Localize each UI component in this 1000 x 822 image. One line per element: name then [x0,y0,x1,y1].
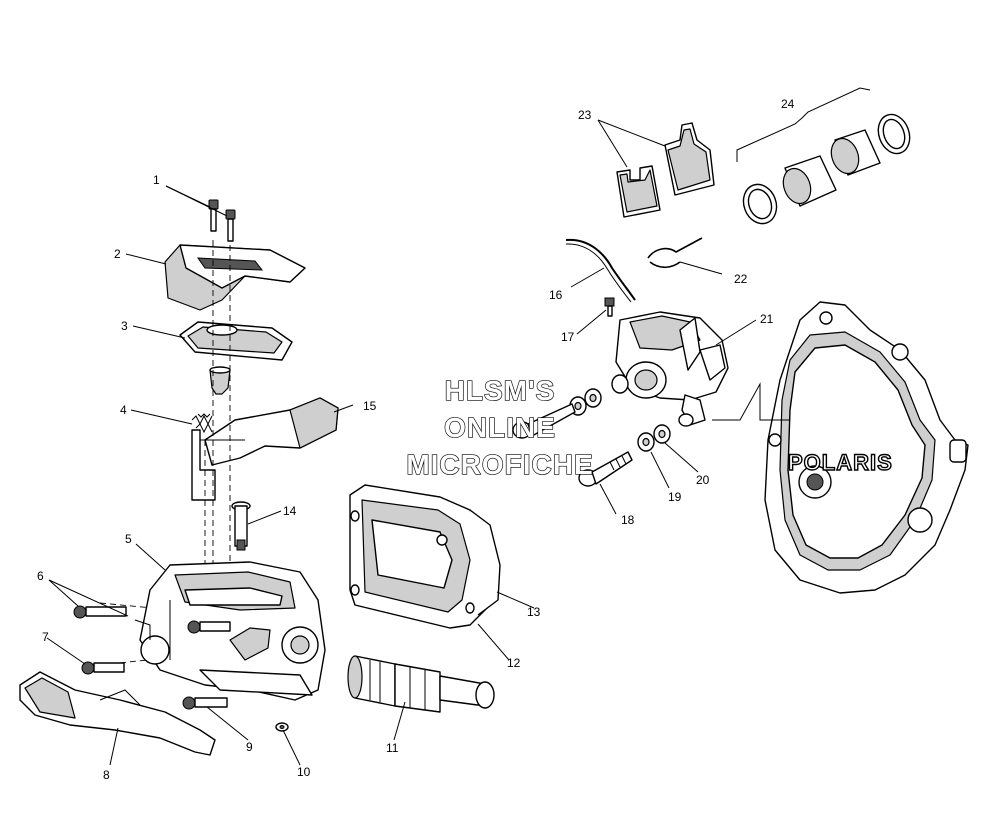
callout-18: 18 [621,513,635,527]
washer-part-10[interactable] [275,722,289,732]
bolt-part-18[interactable] [512,403,633,487]
callout-10: 10 [297,765,311,779]
callout-14: 14 [283,504,297,518]
callout-17: 17 [561,330,575,344]
caliper-cover-part-12[interactable] [349,484,501,629]
callout-3: 3 [121,319,128,333]
callout-8: 8 [103,768,110,782]
callout-23: 23 [578,108,592,122]
caliper-part-21[interactable] [615,311,729,427]
callout-19: 19 [668,490,682,504]
callout-7: 7 [42,630,49,644]
watermark-line-3: MICROFICHE [406,449,593,480]
callout-9: 9 [246,740,253,754]
brake-line-part-16[interactable] [565,238,636,303]
washer-part-20[interactable] [653,424,671,444]
caliper-spacer-washers[interactable] [569,374,629,416]
callout-6: 6 [37,569,44,583]
gasket-part-3[interactable] [179,321,293,361]
screw-part-9[interactable] [182,696,228,710]
watermark-line-2: ONLINE [444,412,556,443]
throttle-lever-part-15[interactable] [204,397,339,466]
screw-part-6[interactable] [73,605,231,634]
screws-part-1[interactable] [208,199,236,242]
callout-4: 4 [120,403,127,417]
callout-2: 2 [114,247,121,261]
brake-lever-part-8[interactable] [19,671,216,756]
callout-22: 22 [734,272,748,286]
washer-part-19[interactable] [637,432,655,452]
lever-bracket[interactable] [191,429,245,501]
callout-labels: 1 2 3 4 5 6 7 8 9 10 11 12 13 14 15 16 1… [37,97,795,782]
pin-part-14[interactable] [231,501,251,551]
leader-lines [46,119,757,766]
watermark-line-1: HLSM'S [445,375,556,406]
plunger[interactable] [209,366,231,395]
chaincase-cover[interactable]: POLARIS [764,301,969,594]
polaris-logo: POLARIS [788,450,893,475]
brake-pads-part-23[interactable] [616,122,715,218]
callout-5: 5 [125,532,132,546]
bushing-set-part-24[interactable] [736,87,915,228]
callout-20: 20 [696,473,710,487]
clip-part-22[interactable] [647,237,703,269]
callout-12: 12 [507,656,521,670]
watermark: HLSM'S ONLINE MICROFICHE [406,374,594,480]
callout-16: 16 [549,288,563,302]
spring-part-4[interactable] [191,413,213,434]
throttle-housing-part-5[interactable] [134,561,326,701]
caliper-mount-line [712,382,790,421]
top-cover-part-2[interactable] [164,244,306,311]
callout-1: 1 [153,173,160,187]
callout-11: 11 [386,741,399,755]
shaft-part-11[interactable] [347,655,495,713]
callout-13: 13 [527,605,541,619]
bleeder-part-17[interactable] [604,297,615,317]
callout-21: 21 [760,312,774,326]
callout-24: 24 [781,97,795,111]
callout-15: 15 [363,399,377,413]
screw-part-7[interactable] [81,661,125,675]
